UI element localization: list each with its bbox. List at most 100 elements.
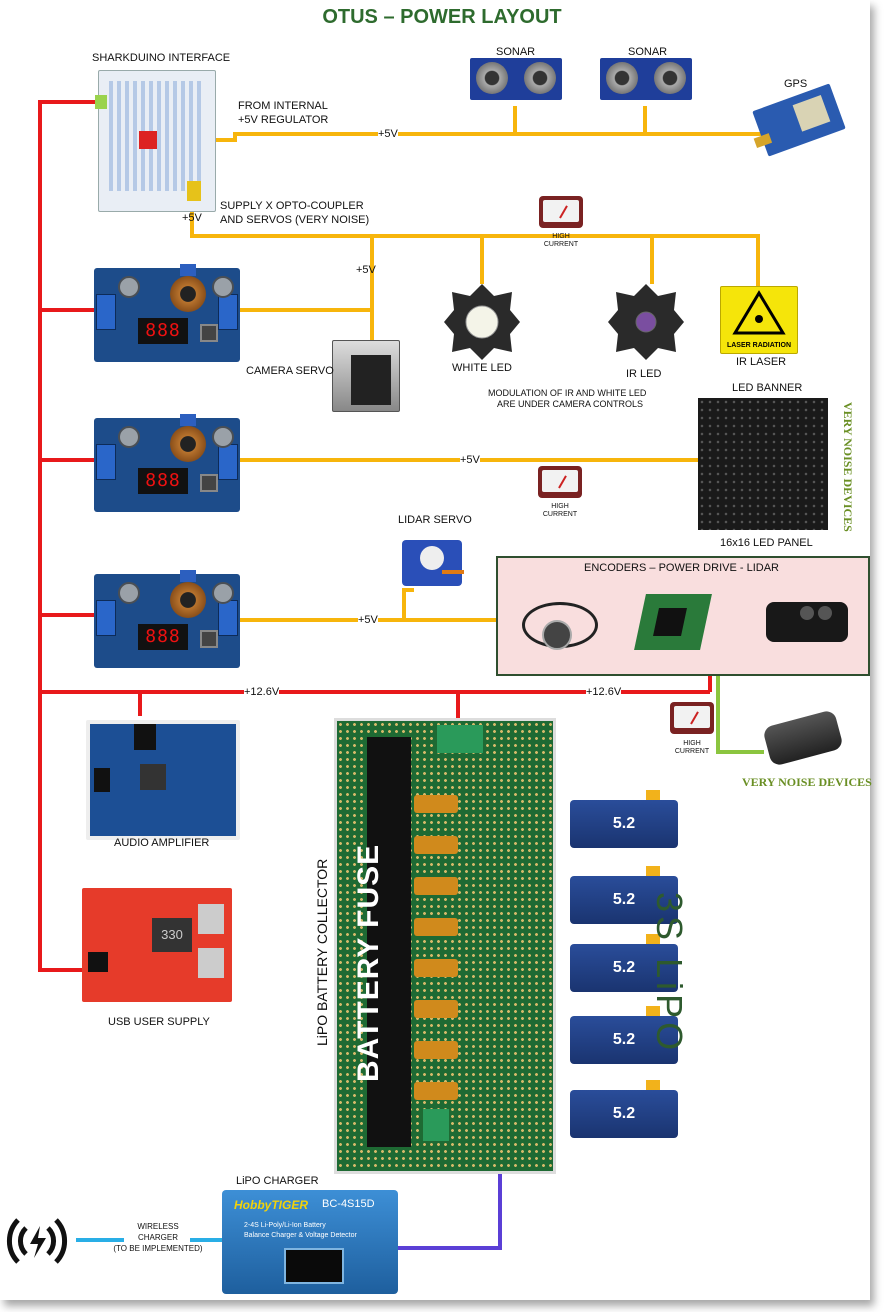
- lidar-servo-horn: [420, 546, 444, 570]
- sharkduino-board: [95, 70, 216, 212]
- sonar-1-transducer-left: [476, 62, 508, 94]
- motor-driver-board: [634, 594, 712, 650]
- laser-warning-sign: LASER RADIATION: [720, 286, 798, 354]
- current-meter-1: [539, 196, 583, 228]
- page-title: OTUS – POWER LAYOUT: [322, 6, 562, 28]
- v5-camera-label: +5V: [356, 264, 376, 276]
- usb-port-1: [198, 904, 224, 934]
- from-internal-label-1: FROM INTERNAL: [238, 100, 328, 112]
- sharkduino-chip: [139, 131, 157, 149]
- lipo-battery-2-badge: 5.2: [612, 891, 636, 908]
- wireless-label-1: WIRELESS: [137, 1222, 179, 1231]
- motor-driver-chip: [653, 608, 687, 636]
- xt60-connector-6: [414, 1000, 458, 1018]
- wire-noise: [716, 640, 764, 754]
- xt60-connector-1: [414, 795, 458, 813]
- camera-servo-body: [351, 355, 391, 405]
- collector-aux-terminal: [423, 1109, 449, 1141]
- three-s-lipo-label: 3S LiPO: [649, 892, 690, 1055]
- lipo-battery-2: 5.2: [570, 866, 678, 924]
- charger-desc-1: 2-4S Li-Poly/Li-Ion Battery: [244, 1222, 326, 1229]
- modulation-label-1: MODULATION OF IR AND WHITE LED: [488, 388, 647, 398]
- from-internal-label-2: +5V REGULATOR: [238, 114, 329, 126]
- led-panel-label: 16x16 LED PANEL: [720, 537, 813, 549]
- camera-servo: [332, 340, 400, 412]
- supply-x-label-1: SUPPLY X OPTO-COUPLER: [220, 200, 364, 212]
- ir-laser-label: IR LASER: [736, 356, 787, 368]
- usb-supply-board: 330: [82, 888, 232, 1002]
- stepdown-1-display: 888: [138, 318, 188, 344]
- lidar-servo: [402, 540, 464, 586]
- high-current-label-2: HIGH CURRENT: [542, 503, 578, 518]
- white-led-star: [444, 284, 520, 360]
- charger-desc-2: Balance Charger & Voltage Detector: [244, 1232, 357, 1239]
- stepdown-2-display: 888: [138, 468, 188, 494]
- xt60-connector-4: [414, 918, 458, 936]
- v12-left-label: +12.6V: [244, 686, 280, 698]
- laser-sign-text: LASER RADIATION: [726, 342, 792, 349]
- lipo-battery-1: 5.2: [570, 790, 678, 848]
- lipo-battery-5: 5.2: [570, 1080, 678, 1138]
- charger-brand: HobbyTIGER: [234, 1198, 308, 1212]
- charger-model: BC-4S15D: [322, 1198, 375, 1210]
- xt60-connector-2: [414, 836, 458, 854]
- lipo-battery-4-badge: 5.2: [612, 1031, 636, 1048]
- charger-screen: [284, 1248, 344, 1284]
- led-banner-label: LED BANNER: [732, 382, 803, 394]
- fuse-strip: [367, 737, 411, 1147]
- lipo-battery-5-badge: 5.2: [612, 1105, 636, 1122]
- sharkduino-pcb-traces: [109, 81, 205, 191]
- lipo-battery-4: 5.2: [570, 1006, 678, 1064]
- lidar-servo-wire: [442, 570, 464, 574]
- lipo-battery-3: 5.2: [570, 934, 678, 992]
- white-led-label: WHITE LED: [452, 362, 512, 374]
- very-noise-devices-label: VERY NOISE DEVICES: [742, 775, 872, 789]
- sonar-2-label: SONAR: [628, 46, 668, 58]
- lipo-charger: HobbyTIGER BC-4S15D 2-4S Li-Poly/Li-Ion …: [222, 1190, 398, 1294]
- collector-output-terminal: [437, 725, 483, 753]
- wireless-label-2: CHARGER: [137, 1233, 178, 1242]
- lipo-battery-3-badge: 5.2: [612, 959, 636, 976]
- very-noise-devices-vertical: VERY NOISE DEVICES: [841, 402, 855, 532]
- ir-led-label: IR LED: [626, 368, 662, 380]
- sonar-2-transducer-right: [654, 62, 686, 94]
- sonar-1-transducer-right: [524, 62, 556, 94]
- sonar-1-label: SONAR: [496, 46, 536, 58]
- audio-amp-chip: [140, 764, 166, 790]
- wireless-charging-icon: [6, 1218, 68, 1264]
- usb-port-2: [198, 948, 224, 978]
- usb-board-dc-jack: [88, 952, 108, 972]
- lipo-charger-label: LiPO CHARGER: [236, 1175, 319, 1187]
- wireless-label-3: (TO BE IMPLEMENTED): [113, 1244, 203, 1253]
- sonar-1: [470, 58, 562, 100]
- supply-plus5v-label: +5V: [182, 212, 202, 224]
- sonar-2: [600, 58, 692, 100]
- current-meter-3: [670, 702, 714, 734]
- current-meter-2: [538, 466, 582, 498]
- lidar-servo-label: LIDAR SERVO: [398, 514, 472, 526]
- usb-inductor: 330: [152, 918, 192, 952]
- gps-antenna: [792, 95, 831, 132]
- battery-fuse-label: BATTERY FUSE: [352, 843, 385, 1082]
- stepdown-regulator-2: 888: [94, 414, 240, 512]
- stepdown-regulator-1: 888: [94, 264, 240, 362]
- sharkduino-connector: [187, 181, 201, 201]
- sharkduino-label: SHARKDUINO INTERFACE: [92, 52, 231, 64]
- supply-x-label-2: AND SERVOS (VERY NOISE): [220, 214, 370, 226]
- led-panel-16x16: [698, 398, 828, 530]
- xt60-connector-5: [414, 959, 458, 977]
- audio-jack-side: [94, 768, 110, 792]
- xt60-connector-7: [414, 1041, 458, 1059]
- high-current-label-1: HIGH CURRENT: [543, 233, 579, 248]
- lidar-sensor: [766, 602, 848, 642]
- encoders-box: ENCODERS – POWER DRIVE - LIDAR: [496, 556, 870, 676]
- camera-servo-label: CAMERA SERVO: [246, 365, 334, 377]
- v5-top-label: +5V: [378, 128, 398, 140]
- audio-amplifier-label: AUDIO AMPLIFIER: [114, 837, 210, 849]
- lipo-collector-label: LiPO BATTERY COLLECTOR: [314, 858, 330, 1046]
- sharkduino-power-jack: [95, 95, 107, 109]
- audio-amplifier-board: [86, 720, 240, 840]
- stepdown-regulator-3: 888: [94, 570, 240, 668]
- wire-charge: [398, 1168, 502, 1250]
